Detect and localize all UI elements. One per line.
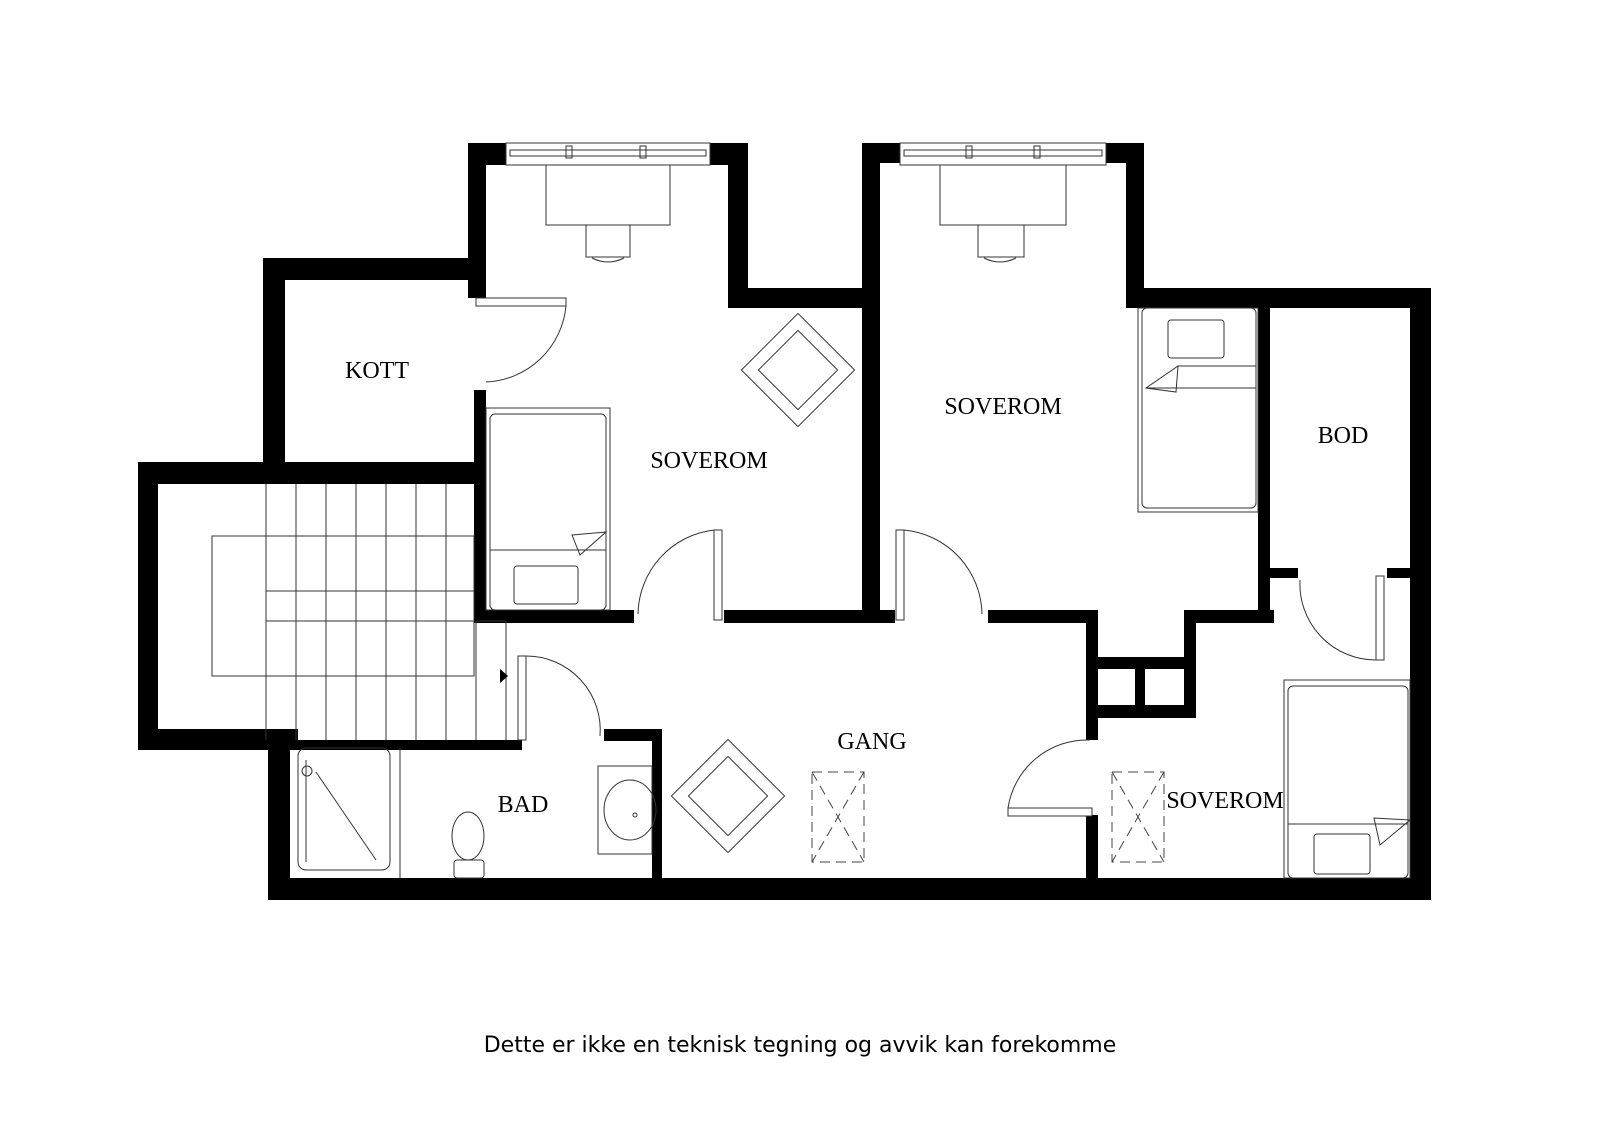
bed-icon [1137,307,1259,513]
bed-icon [1283,679,1412,879]
armchair-icon [670,738,786,854]
bed-icon [485,407,611,611]
skylight-icon [811,771,865,863]
toilet-icon [451,811,485,879]
window-bedroom-1 [505,142,711,166]
door-bedroom-3 [1007,739,1093,817]
door-bod [1299,575,1385,661]
walls [138,143,1431,900]
room-label-soverom-1: SOVEROM [650,448,767,474]
room-label-kott: KOTT [345,358,409,384]
room-label-soverom-2: SOVEROM [944,394,1061,420]
desk-icon [939,164,1067,263]
door-bad [517,655,601,741]
room-label-gang: GANG [837,729,906,755]
room-label-soverom-3: SOVEROM [1166,788,1283,814]
disclaimer-text: Dette er ikke en teknisk tegning og avvi… [483,1033,1117,1058]
room-label-bad: BAD [498,792,549,818]
skylight-icon [1111,771,1165,863]
armchair-icon [740,312,856,428]
window-bedroom-2 [899,142,1107,166]
staircase-icon [211,484,508,740]
door-kott [475,297,567,383]
sink-icon [597,765,657,855]
door-bedroom-1 [637,529,723,621]
door-bedroom-2 [895,529,983,621]
shower-icon [297,747,401,878]
desk-icon [545,164,671,263]
room-label-bod: BOD [1318,423,1369,449]
